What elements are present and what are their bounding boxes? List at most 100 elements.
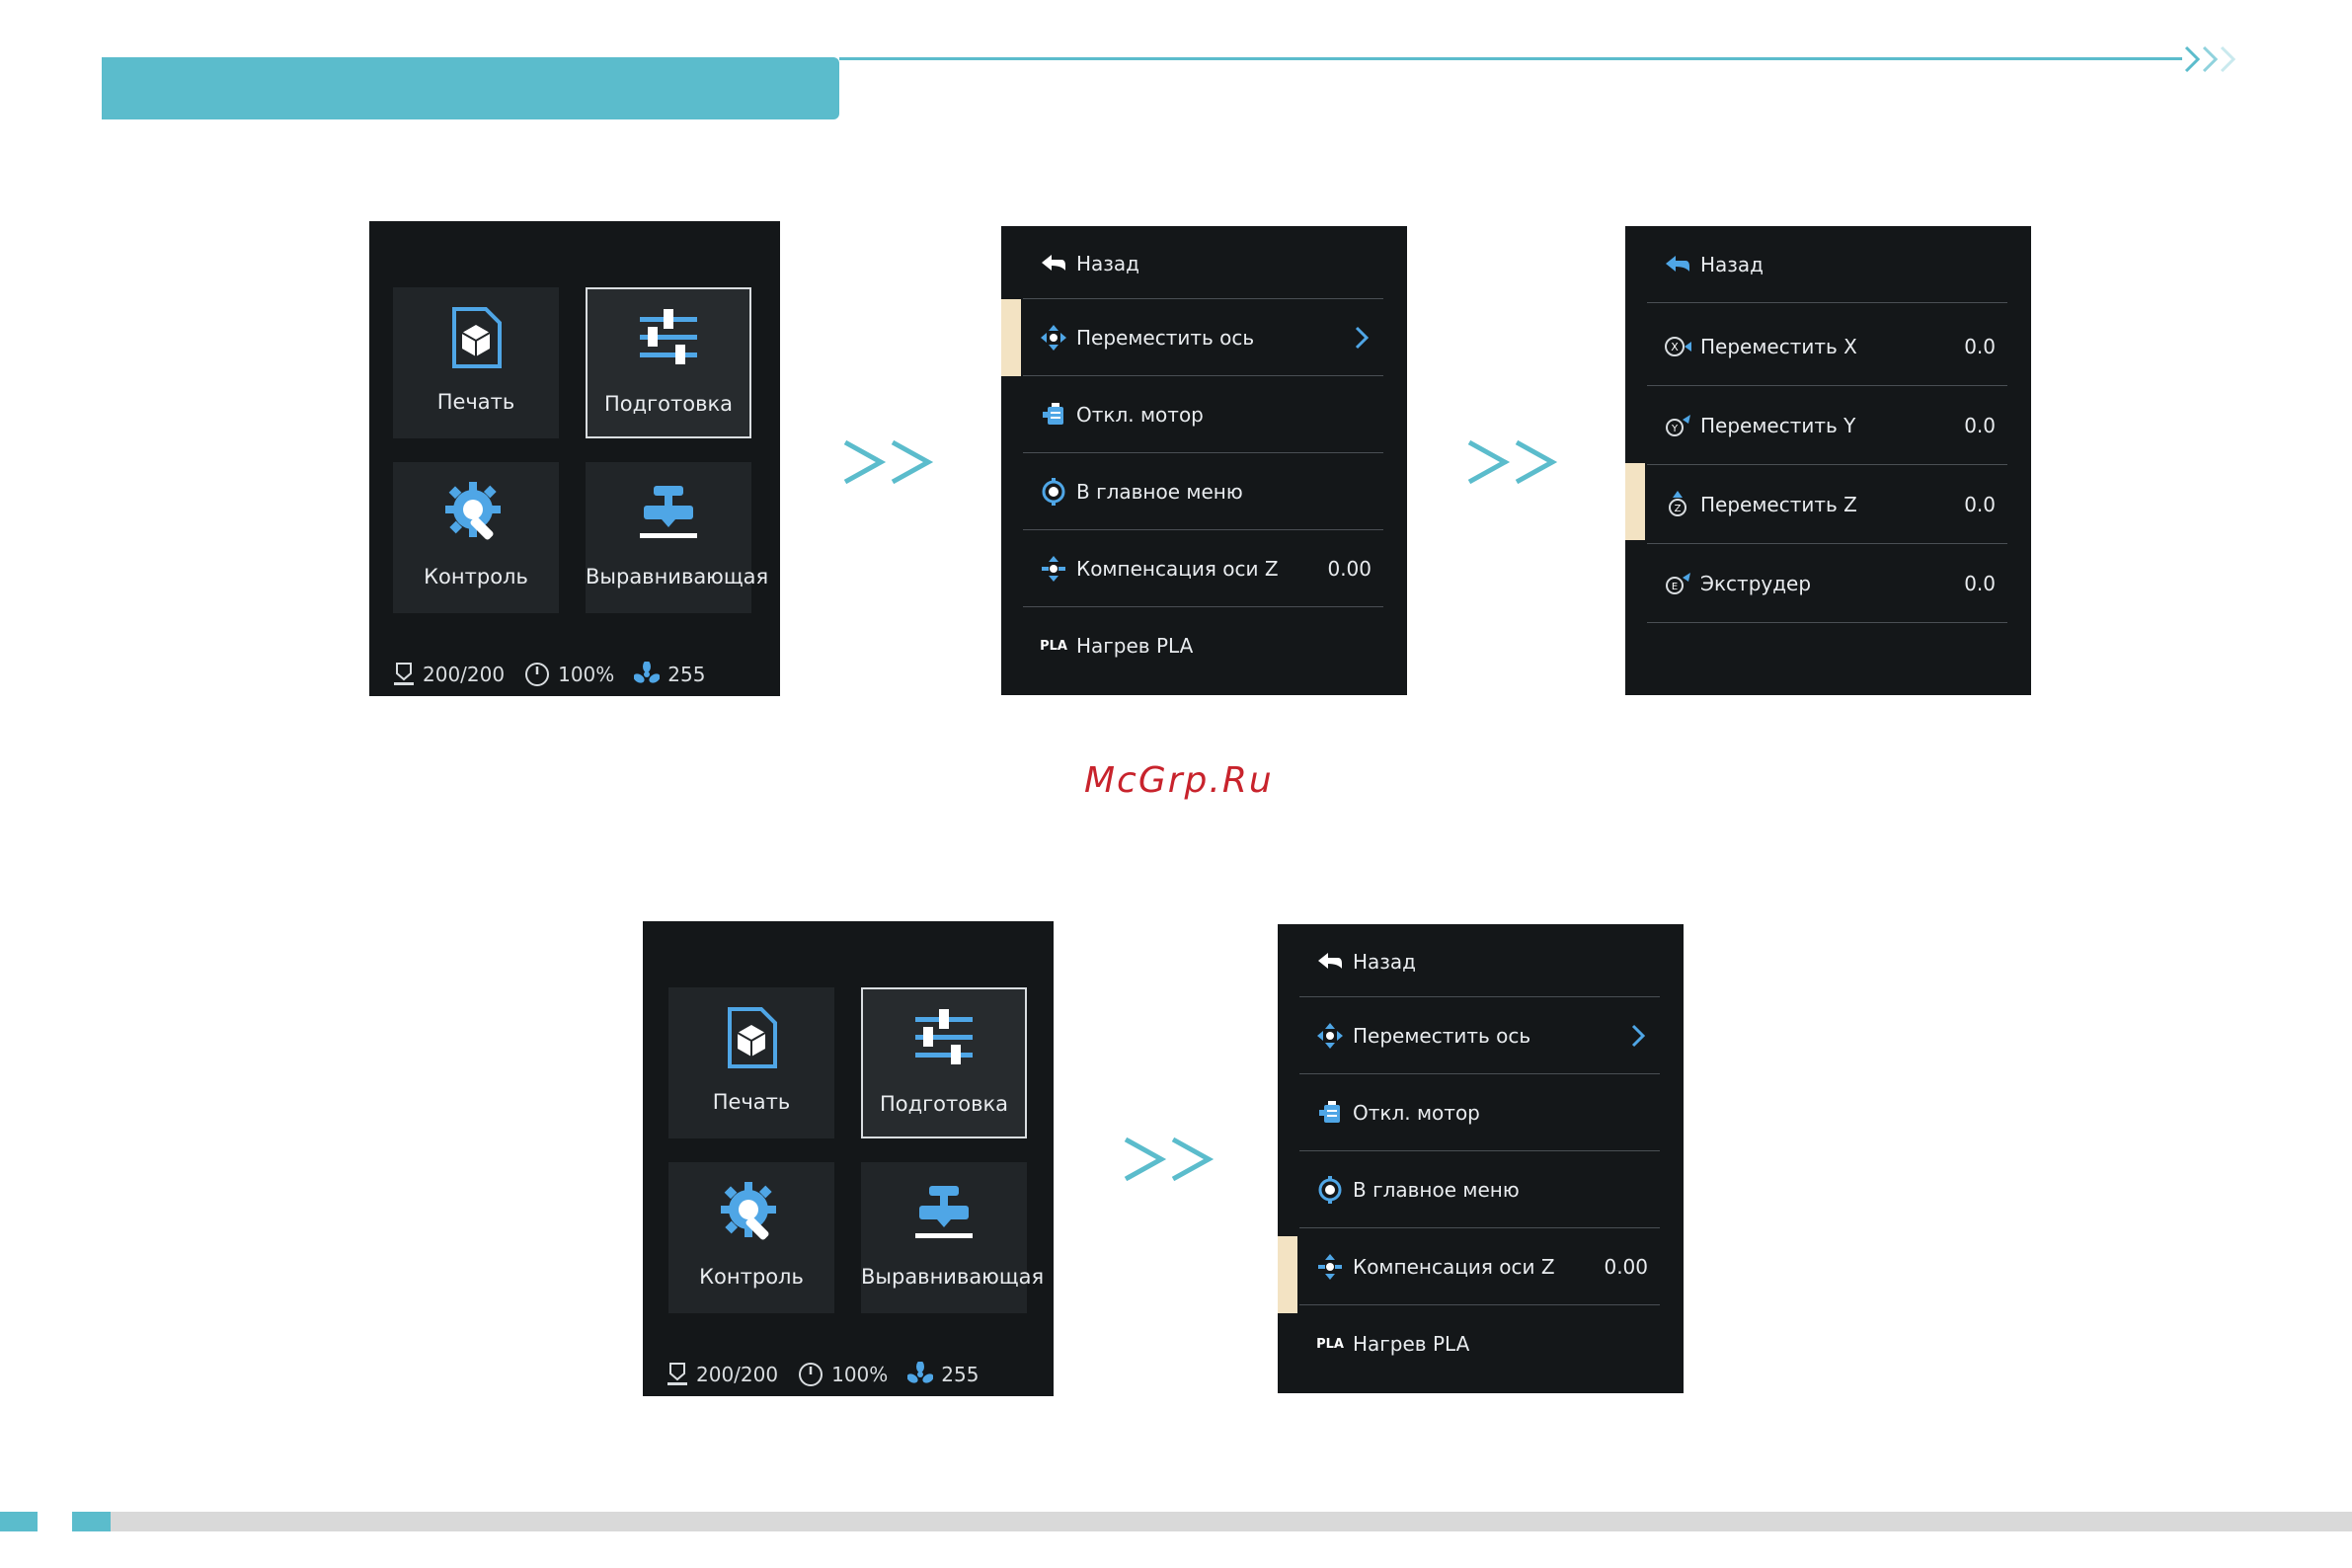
main-menu-label: В главное меню [1076, 479, 1243, 504]
fan-icon [634, 662, 661, 683]
selection-marker [1001, 299, 1021, 376]
menu-item-z-offset[interactable]: Компенсация оси Z 0.00 [1023, 530, 1383, 607]
main-menu-label: В главное меню [1353, 1177, 1520, 1202]
fan-status: 255 [634, 662, 705, 687]
gear-wrench-icon [445, 482, 501, 540]
home-screen: Печать Подготовка Контроль Выравнивающая… [369, 221, 780, 696]
pla-badge: PLA [1040, 638, 1067, 654]
chevron-right-icon [1355, 326, 1370, 349]
back-label: Назад [1353, 949, 1417, 974]
nozzle-temp-status: 200/200 [393, 662, 505, 687]
menu-item-main-menu[interactable]: В главное меню [1023, 453, 1383, 530]
prepare-menu-screen: Назад Переместить ось Откл. мотор В глав… [1001, 226, 1407, 695]
menu-item-disable-motor[interactable]: Откл. мотор [1023, 376, 1383, 453]
nozzle-icon [667, 1363, 687, 1385]
tile-print[interactable]: Печать [668, 987, 834, 1138]
move-y-value: 0.0 [1964, 413, 1996, 437]
z-offset-label: Компенсация оси Z [1076, 556, 1279, 581]
x-axis-icon: X [1665, 336, 1691, 356]
nozzle-temp-status: 200/200 [666, 1362, 778, 1387]
extruder-value: 0.0 [1964, 571, 1996, 595]
z-offset-value: 0.00 [1604, 1254, 1648, 1279]
selection-marker [1625, 463, 1645, 540]
tile-print[interactable]: Печать [393, 287, 559, 438]
tile-control-label: Контроль [424, 565, 528, 588]
move-axis-icon [1041, 324, 1066, 351]
move-z-value: 0.0 [1964, 492, 1996, 516]
tile-control[interactable]: Контроль [393, 462, 559, 613]
fan-value: 255 [667, 663, 706, 686]
pla-badge-icon: PLA [1037, 639, 1070, 654]
fan-icon [907, 1362, 934, 1383]
menu-item-main-menu[interactable]: В главное меню [1299, 1151, 1660, 1228]
svg-text:Y: Y [1671, 424, 1679, 434]
tile-prepare-label: Подготовка [603, 392, 734, 416]
bed-level-icon [640, 486, 697, 538]
move-axis-label: Переместить ось [1353, 1023, 1531, 1048]
tile-control[interactable]: Контроль [668, 1162, 834, 1313]
menu-item-preheat-pla[interactable]: PLA Нагрев PLA [1299, 1305, 1660, 1382]
footer-marker [0, 1512, 38, 1531]
z-offset-label: Компенсация оси Z [1353, 1254, 1555, 1279]
back-arrow-icon [1318, 952, 1342, 969]
menu-item-move-y[interactable]: Y Переместить Y 0.0 [1647, 386, 2007, 465]
menu-item-move-z[interactable]: Z Переместить Z 0.0 [1647, 465, 2007, 544]
back-item[interactable]: Назад [1647, 226, 2007, 303]
nozzle-temp-value: 200/200 [423, 663, 506, 686]
header-tab [102, 57, 839, 119]
header-chevron-icon [2220, 45, 2236, 73]
tile-print-label: Печать [436, 390, 515, 414]
header-chevron-icon [2184, 45, 2201, 73]
footer-marker [72, 1512, 111, 1531]
menu-item-z-offset[interactable]: Компенсация оси Z 0.00 [1299, 1228, 1660, 1305]
nozzle-temp-value: 200/200 [696, 1363, 779, 1386]
svg-text:X: X [1671, 341, 1679, 353]
move-z-label: Переместить Z [1700, 492, 1857, 516]
motor-icon [1319, 1100, 1340, 1123]
back-item[interactable]: Назад [1299, 926, 1660, 997]
back-item[interactable]: Назад [1023, 228, 1383, 299]
fan-status: 255 [907, 1362, 979, 1387]
y-axis-icon: Y [1666, 414, 1690, 436]
svg-text:Z: Z [1675, 504, 1682, 514]
menu-item-preheat-pla[interactable]: PLA Нагрев PLA [1023, 607, 1383, 684]
motor-icon [1043, 402, 1063, 425]
sliders-icon [640, 309, 697, 364]
speed-gauge-icon [799, 1363, 823, 1386]
menu-item-move-x[interactable]: X Переместить X 0.0 [1647, 307, 2007, 386]
svg-text:E: E [1672, 582, 1678, 592]
status-bar: 200/200 100% 255 [666, 1360, 998, 1389]
tile-level[interactable]: Выравнивающая [586, 462, 769, 613]
header-rule [839, 57, 2182, 60]
disable-motor-label: Откл. мотор [1353, 1100, 1480, 1125]
print-file-icon [728, 1007, 777, 1068]
tile-prepare-label: Подготовка [879, 1092, 1009, 1116]
tile-level[interactable]: Выравнивающая [861, 1162, 1044, 1313]
menu-item-disable-motor[interactable]: Откл. мотор [1299, 1074, 1660, 1151]
pla-badge-icon: PLA [1313, 1337, 1347, 1352]
tile-level-label: Выравнивающая [586, 565, 769, 588]
back-arrow-icon [1666, 255, 1689, 272]
tile-prepare[interactable]: Подготовка [861, 987, 1027, 1138]
speed-gauge-icon [525, 663, 550, 686]
move-y-label: Переместить Y [1700, 413, 1856, 437]
prepare-menu-screen: Назад Переместить ось Откл. мотор В глав… [1278, 924, 1684, 1393]
menu-item-move-axis[interactable]: Переместить ось [1023, 299, 1383, 376]
z-offset-icon [1042, 555, 1065, 582]
status-bar: 200/200 100% 255 [393, 660, 725, 689]
pla-badge: PLA [1316, 1336, 1344, 1352]
menu-item-extruder[interactable]: E Экструдер 0.0 [1647, 544, 2007, 623]
extruder-icon: E [1666, 572, 1690, 594]
tile-prepare[interactable]: Подготовка [586, 287, 751, 438]
menu-item-move-axis[interactable]: Переместить ось [1299, 997, 1660, 1074]
bed-level-icon [915, 1186, 973, 1238]
back-arrow-icon [1042, 254, 1065, 271]
preheat-label: Нагрев PLA [1076, 634, 1194, 658]
tile-print-label: Печать [712, 1090, 791, 1114]
nozzle-icon [394, 663, 414, 685]
chevron-right-icon [1631, 1024, 1646, 1047]
speed-status: 100% [524, 662, 614, 687]
move-axis-label: Переместить ось [1076, 325, 1255, 350]
z-offset-icon [1318, 1253, 1342, 1280]
move-axis-icon [1317, 1022, 1343, 1049]
